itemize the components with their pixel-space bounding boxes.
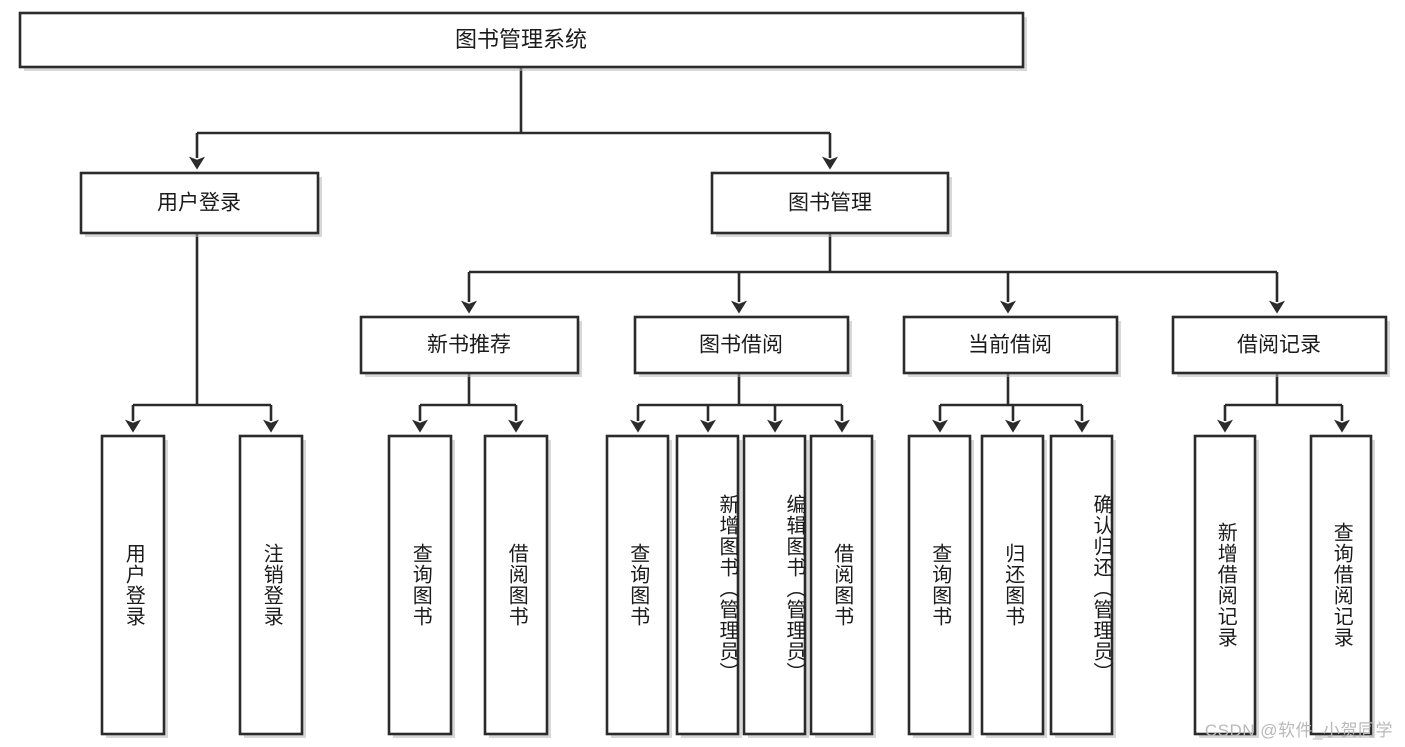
leaf-box-return-book[interactable]	[980, 434, 1045, 736]
book-borrow-label: 图书借阅	[699, 334, 783, 357]
leaf-box-confirm-return[interactable]	[1049, 434, 1114, 736]
user-login-box	[79, 171, 320, 235]
leaf-box-logout[interactable]	[238, 434, 304, 736]
node-book-management[interactable]: 图书管理	[710, 171, 952, 237]
leaf-box-user-login[interactable]	[100, 434, 166, 736]
leaf-box-query-record[interactable]	[1309, 434, 1373, 736]
leaf-box-query-book-3[interactable]	[907, 434, 972, 736]
leaf-box-add-record[interactable]	[1193, 434, 1257, 736]
root-label: 图书管理系统	[455, 27, 587, 52]
current-borrow-box	[902, 315, 1119, 375]
node-new-book-recommend[interactable]: 新书推荐	[359, 315, 582, 377]
csdn-watermark: CSDN @软件_小贺同学	[1204, 721, 1393, 740]
leaf-box-borrow-book-2[interactable]	[809, 434, 874, 736]
node-root[interactable]: 图书管理系统	[18, 11, 1027, 71]
borrow-records-label: 借阅记录	[1237, 334, 1321, 357]
root-box	[18, 11, 1025, 69]
leaf-box-query-book-2[interactable]	[605, 434, 670, 736]
book-management-label: 图书管理	[788, 192, 872, 215]
edge-group	[125, 67, 1350, 433]
book-borrow-box	[633, 315, 850, 375]
leaf-box-edit-book[interactable]	[742, 434, 807, 736]
borrow-records-box	[1171, 315, 1388, 375]
leaf-boxes	[100, 434, 1375, 738]
leaf-box-borrow-book-1[interactable]	[483, 434, 549, 736]
node-book-borrow[interactable]: 图书借阅	[633, 315, 852, 377]
leaf-box-query-book-1[interactable]	[387, 434, 453, 736]
node-borrow-records[interactable]: 借阅记录	[1171, 315, 1390, 377]
node-current-borrow[interactable]: 当前借阅	[902, 315, 1121, 377]
user-login-label: 用户登录	[157, 192, 241, 215]
current-borrow-label: 当前借阅	[968, 334, 1052, 357]
new-book-box	[359, 315, 580, 375]
node-user-login[interactable]: 用户登录	[79, 171, 322, 237]
new-book-label: 新书推荐	[427, 334, 511, 357]
book-management-box	[710, 171, 950, 235]
leaf-box-add-book[interactable]	[675, 434, 740, 736]
